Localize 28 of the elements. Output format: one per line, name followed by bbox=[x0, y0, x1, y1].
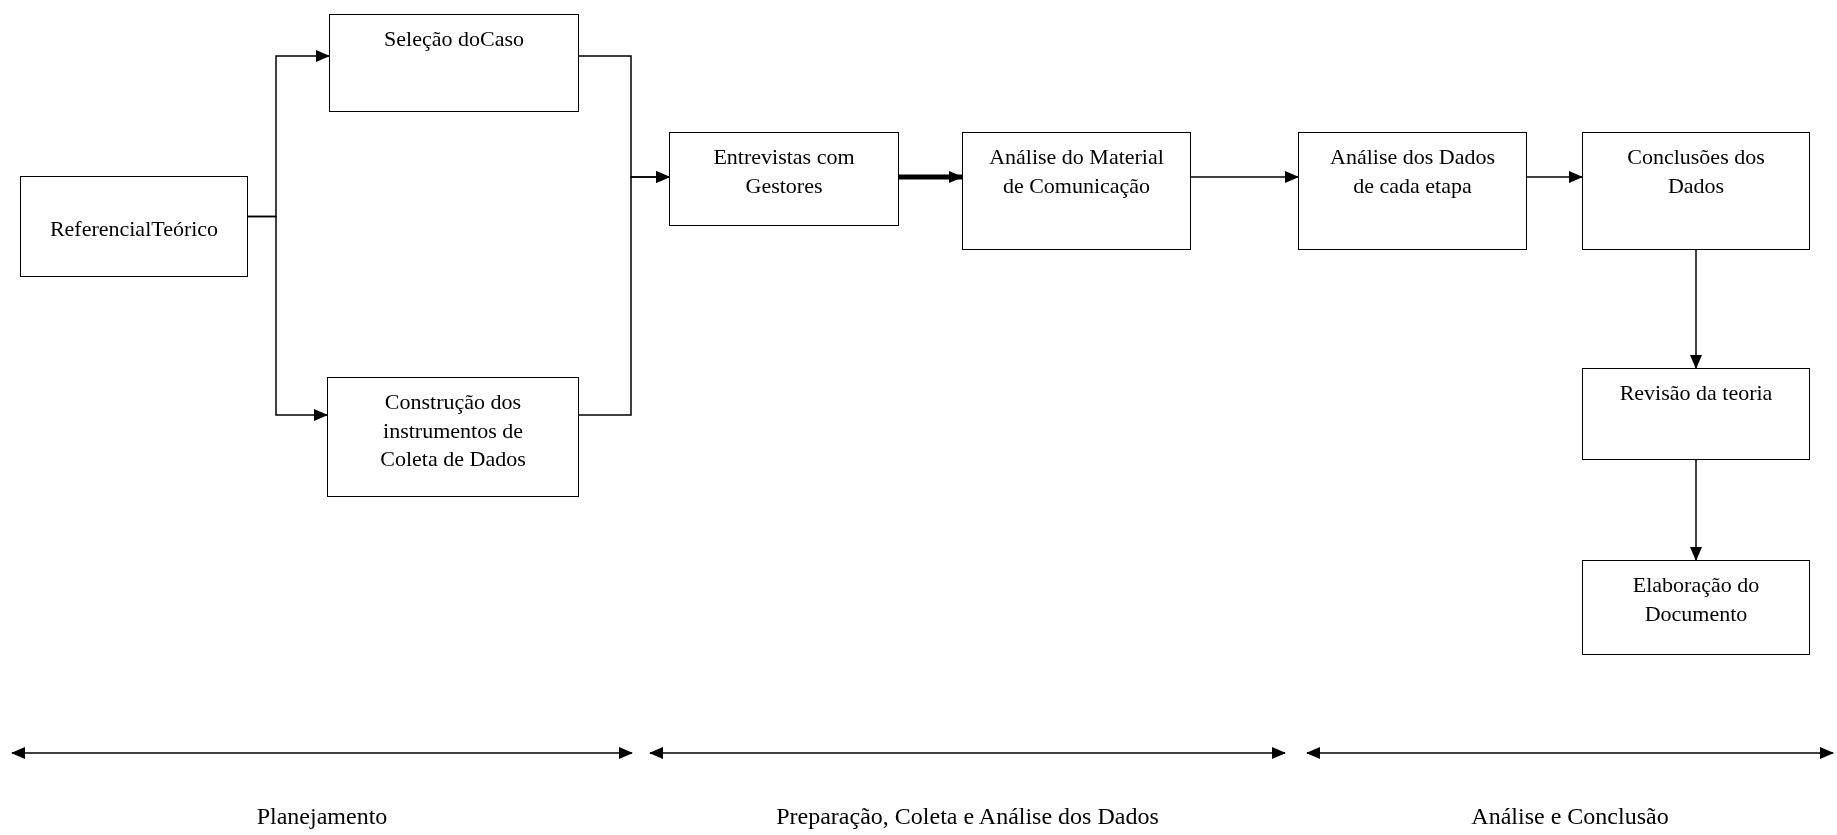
box-text: Elaboração do Documento bbox=[1631, 571, 1761, 628]
box-text: Seleção doCaso bbox=[384, 25, 524, 53]
process-box bbox=[329, 14, 579, 112]
arrow bbox=[1690, 459, 1702, 561]
process-box bbox=[1582, 368, 1810, 460]
box-text: Entrevistas com Gestores bbox=[712, 143, 856, 200]
box-text: Análise dos Dados de cada etapa bbox=[1329, 143, 1496, 200]
process-box bbox=[1582, 132, 1810, 250]
phase-label: Preparação, Coleta e Análise dos Dados bbox=[776, 803, 1159, 830]
box-text: Revisão da teoria bbox=[1619, 379, 1773, 407]
process-box bbox=[962, 132, 1191, 250]
box-text: Conclusões dos Dados bbox=[1626, 143, 1766, 200]
process-box bbox=[327, 377, 579, 497]
arrow bbox=[899, 171, 963, 183]
process-box bbox=[669, 132, 899, 226]
arrow bbox=[1526, 171, 1583, 183]
arrow bbox=[1690, 249, 1702, 369]
phase-label: Planejamento bbox=[256, 803, 388, 830]
arrow bbox=[247, 215, 328, 421]
box-text: Construção dos instrumentos de Coleta de Dados bbox=[379, 388, 527, 474]
arrow bbox=[1190, 171, 1299, 183]
process-box bbox=[1298, 132, 1527, 250]
process-box bbox=[20, 176, 248, 277]
phase-label: Análise e Conclusão bbox=[1471, 803, 1669, 830]
process-box bbox=[1582, 560, 1810, 655]
box-text: Análise do Material de Comunicação bbox=[989, 143, 1164, 200]
arrow bbox=[578, 171, 670, 416]
box-text: ReferencialTeórico bbox=[49, 215, 219, 244]
